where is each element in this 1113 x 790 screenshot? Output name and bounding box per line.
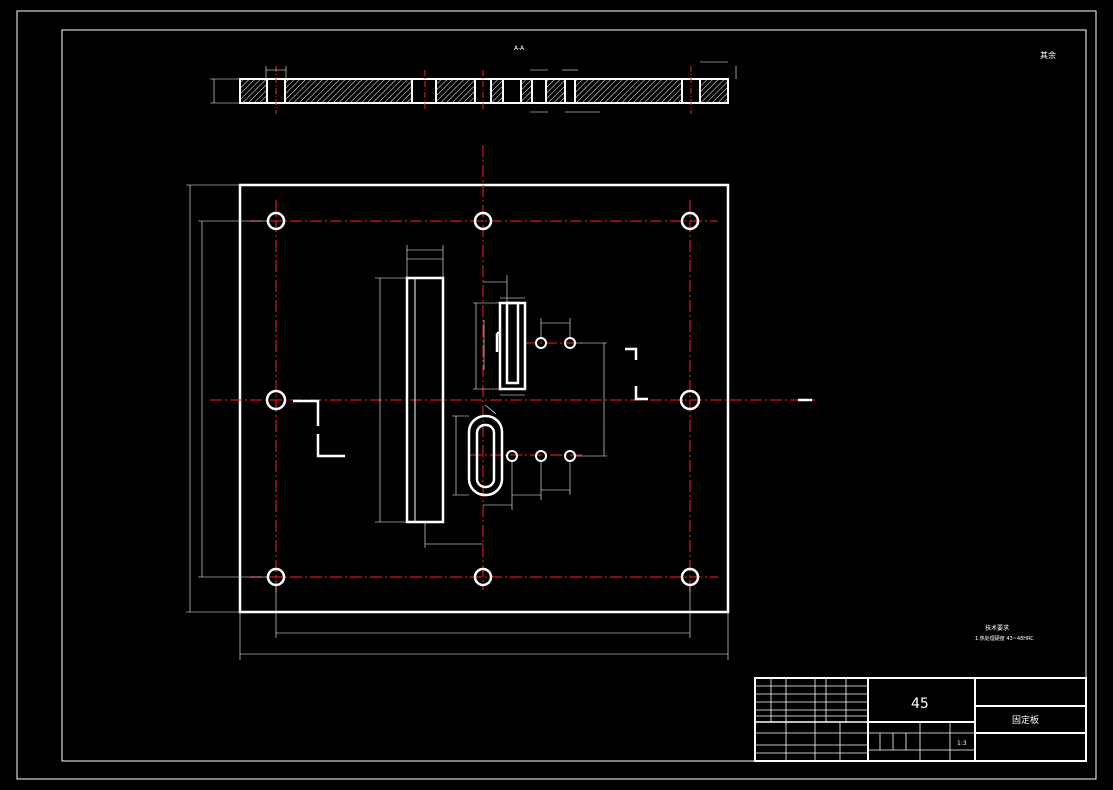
tech-line1: 1.热处理硬度 43~48HRC	[975, 635, 1034, 642]
material: 45	[911, 696, 929, 712]
section-marker	[625, 347, 638, 360]
screw-hole	[473, 211, 493, 231]
pin-hole	[506, 450, 518, 462]
inner-frame	[61, 29, 1087, 762]
corner-note: 其余	[1040, 50, 1056, 60]
section-marker	[634, 386, 648, 401]
tech-title: 技术要求	[985, 624, 1009, 632]
plate-outline	[238, 183, 730, 614]
title-block	[754, 677, 1087, 762]
section-view: A-A	[210, 45, 737, 114]
part-name: 固定板	[1012, 714, 1039, 726]
section-hole	[531, 78, 547, 104]
outer-border	[16, 10, 1097, 780]
section-hole	[411, 78, 437, 104]
section-marker	[293, 399, 320, 426]
screw-hole	[679, 389, 701, 411]
tech-requirements: 技术要求 1.热处理硬度 43~48HRC	[975, 624, 1034, 642]
section-marker	[316, 434, 345, 458]
pin-hole	[564, 450, 576, 462]
oval-opening	[467, 414, 504, 497]
section-hole	[564, 78, 576, 104]
screw-hole	[473, 567, 493, 587]
plan-view	[186, 145, 815, 660]
pin-hole	[535, 450, 547, 462]
scale: 1:3	[957, 740, 967, 747]
screw-hole	[265, 389, 287, 411]
section-label: A-A	[514, 45, 525, 52]
upper-punch-opening	[495, 301, 527, 391]
section-hole	[502, 78, 522, 104]
screw-hole	[680, 211, 700, 231]
